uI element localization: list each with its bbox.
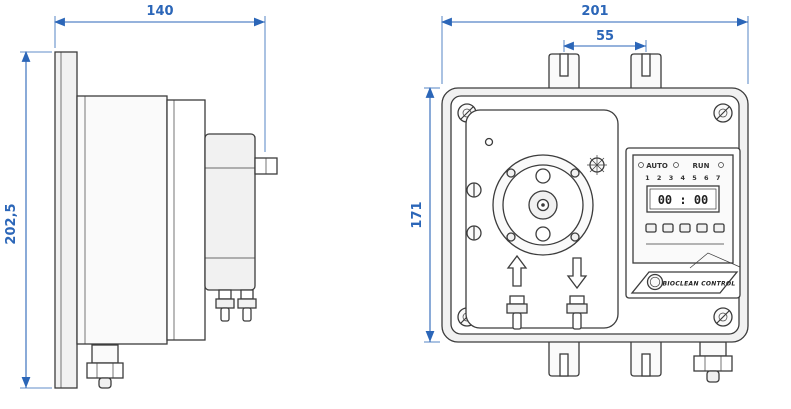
dimension-front-width: 201	[440, 4, 749, 84]
enclosure-body-side	[76, 95, 168, 345]
brand-text: BIOCLEAN CONTROL	[663, 281, 736, 288]
wall-mount-plate	[54, 51, 78, 389]
power-icon	[673, 162, 679, 168]
timer-button	[645, 223, 657, 233]
lcd-display: 00 : 00	[646, 185, 720, 213]
flow-down-arrow-icon	[566, 257, 588, 290]
dimension-label-side-height: 202,5	[4, 203, 19, 244]
cable-gland-side	[86, 344, 124, 389]
timer-button	[713, 223, 725, 233]
cover-screw-lower	[466, 225, 482, 241]
front-view: AUTO RUN 1 2 3 4 5 6 7 00 : 00	[410, 4, 749, 383]
brand-logo-icon	[646, 273, 664, 291]
pump-head-side	[204, 133, 256, 291]
timer-button	[696, 223, 708, 233]
dimension-bracket-pitch: 55	[562, 29, 647, 52]
dimension-front-height: 171	[410, 86, 440, 343]
pump-rotor	[528, 168, 558, 242]
dimension-side-height: 202,5	[4, 50, 52, 389]
timer-buttons	[645, 223, 725, 245]
flow-up-arrow-icon	[506, 254, 528, 287]
timer-button	[662, 223, 674, 233]
auto-label: AUTO	[646, 162, 668, 170]
pump-head-front	[492, 154, 594, 256]
brand-band: BIOCLEAN CONTROL	[630, 271, 739, 294]
pump-head-detail-lines	[205, 167, 255, 259]
dimension-label-front-width: 201	[581, 4, 608, 19]
hose-fitting-front-left	[506, 295, 528, 330]
corner-screw-top-right	[713, 103, 733, 123]
hose-fitting-front-right	[566, 295, 588, 330]
pump-module	[465, 109, 619, 330]
side-view: 140 202,5	[4, 4, 278, 389]
mounting-bracket-top-right	[630, 53, 662, 88]
timer-panel: AUTO RUN 1 2 3 4 5 6 7 00 : 00	[625, 147, 741, 299]
hose-fitting-side-left	[215, 289, 235, 322]
timer-button	[679, 223, 691, 233]
dimension-side-width: 140	[53, 4, 266, 152]
auto-led-icon	[638, 162, 644, 168]
hose-fitting-side-right	[237, 289, 257, 322]
cable-gland-front	[693, 341, 733, 383]
enclosure-lid-side	[166, 99, 206, 341]
led-indicator	[484, 137, 494, 147]
run-led-icon	[718, 162, 724, 168]
run-label: RUN	[693, 162, 710, 170]
corner-screw-bottom-right	[713, 307, 733, 327]
mounting-bracket-bottom-left	[548, 342, 580, 377]
day-digits: 1 2 3 4 5 6 7	[645, 174, 723, 182]
adjustment-knob-icon	[587, 155, 607, 175]
dimension-label-side-width: 140	[146, 4, 173, 19]
dimension-label-bracket-pitch: 55	[596, 29, 614, 44]
dimension-label-front-height: 171	[410, 201, 425, 228]
panel-decoration-line	[689, 252, 741, 269]
mounting-bracket-top-left	[548, 53, 580, 88]
cover-screw-upper	[466, 182, 482, 198]
mounting-bracket-bottom-right	[630, 342, 662, 377]
time-display: 00 : 00	[658, 193, 709, 207]
